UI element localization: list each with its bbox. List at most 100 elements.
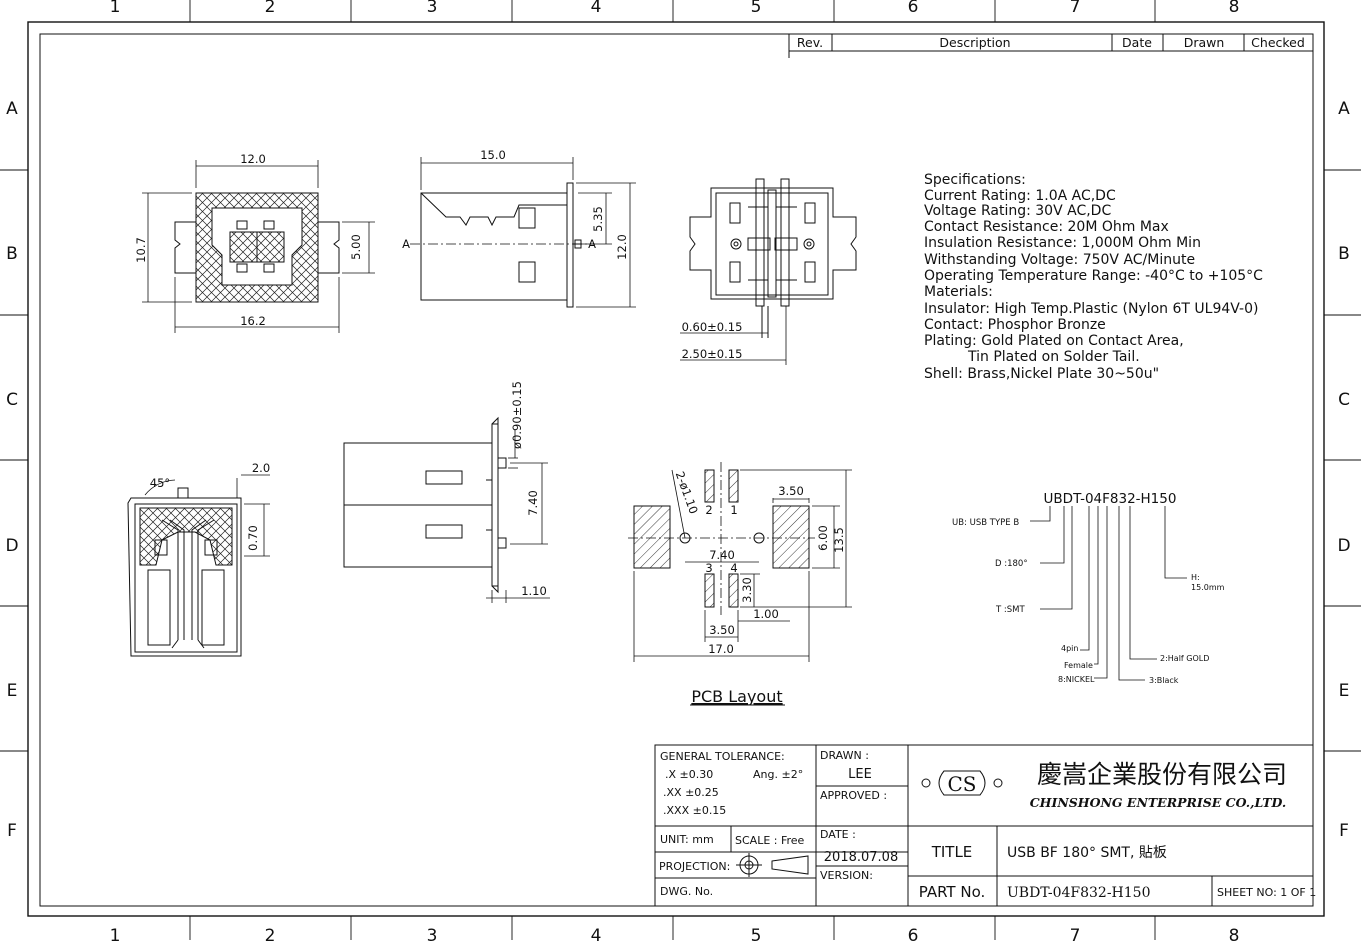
- spec-materials-heading: Materials:: [924, 284, 993, 300]
- pcb-overall-height-dim: 13.5: [832, 527, 846, 553]
- spec-voltage-rating: Voltage Rating: 30V AC,DC: [924, 203, 1111, 219]
- legend-black: 3:Black: [1149, 676, 1179, 685]
- spec-shell: Shell: Brass,Nickel Plate 30~50u": [924, 366, 1159, 382]
- title-value: USB BF 180° SMT, 貼板: [1007, 845, 1167, 861]
- legend-h-label: H:: [1191, 573, 1200, 582]
- date-header: Date: [1122, 35, 1152, 50]
- front-width-dim: 12.0: [240, 152, 266, 166]
- side-center-dim: 5.35: [591, 206, 605, 232]
- company-name-chinese: 慶嵩企業股份有限公司: [1037, 760, 1287, 789]
- zone-left-e: E: [7, 681, 18, 701]
- legend-t: T :SMT: [995, 605, 1025, 615]
- front-height-dim: 10.7: [134, 237, 148, 263]
- tolerance-angle: Ang. ±2°: [753, 768, 803, 781]
- sheet-number: SHEET NO: 1 OF 1: [1217, 886, 1316, 899]
- revision-table: Rev. Description Date Drawn Checked: [788, 33, 1314, 58]
- wall-thickness-dim: 2.0: [252, 461, 270, 475]
- hole-diameter-note: 2-ø1.10: [673, 470, 701, 516]
- zone-bottom-4: 4: [591, 926, 602, 946]
- date-label: DATE :: [820, 828, 856, 841]
- zone-right-b: B: [1338, 244, 1350, 264]
- pin-spacing-dim: 7.40: [526, 490, 540, 516]
- spec-heading: Specifications:: [924, 172, 1026, 188]
- zone-labels: 1 2 3 4 5 6 7 8 1 2 3 4 5 6 7 8 A B C D …: [5, 0, 1350, 946]
- spec-operating-temperature: Operating Temperature Range: -40°C to +1…: [924, 268, 1263, 284]
- description-header: Description: [939, 35, 1010, 50]
- specifications: Specifications: Current Rating: 1.0A AC,…: [924, 172, 1263, 382]
- tolerance-xxx: .XXX ±0.15: [663, 804, 726, 817]
- zone-right-c: C: [1338, 390, 1350, 410]
- logo-mark: CS: [947, 772, 976, 796]
- side-view: 15.0 5.35 12.0 A A: [402, 148, 636, 308]
- zone-left-c: C: [6, 390, 18, 410]
- section-mark-right: A: [588, 237, 596, 251]
- section-view: 45° 2.0 0.70: [127, 461, 270, 657]
- scale-label: SCALE : Free: [735, 834, 805, 847]
- front-overall-dim: 16.2: [240, 314, 266, 328]
- drawn-header: Drawn: [1184, 35, 1225, 50]
- pin-diameter-dim: ø0.90±0.15: [510, 381, 524, 449]
- spec-withstanding-voltage: Withstanding Voltage: 750V AC/Minute: [924, 252, 1195, 268]
- zone-top-7: 7: [1070, 0, 1081, 17]
- zone-bottom-6: 6: [908, 926, 919, 946]
- zone-left-a: A: [6, 99, 18, 119]
- legend-ub: UB: USB TYPE B: [952, 518, 1019, 528]
- projection-label: PROJECTION:: [659, 860, 730, 873]
- pcb-pin-pitch-dim: 3.50: [709, 623, 735, 637]
- pcb-layout-label: PCB Layout: [691, 687, 782, 706]
- zone-top-3: 3: [427, 0, 438, 17]
- zone-left-f: F: [7, 821, 17, 841]
- chamfer-angle-dim: 45°: [150, 476, 170, 490]
- company-logo: [921, 770, 1003, 796]
- bottom-view: 0.60±0.15 2.50±0.15: [680, 178, 857, 365]
- drawn-by: LEE: [848, 767, 872, 782]
- spec-plating-continued: Tin Plated on Solder Tail.: [967, 349, 1140, 365]
- pcb-overall-width-dim: 17.0: [708, 642, 734, 656]
- zone-right-d: D: [1337, 536, 1350, 556]
- side-height-dim: 12.0: [615, 234, 629, 260]
- legend-h-value: 15.0mm: [1191, 583, 1225, 592]
- legend-half-gold: 2:Half GOLD: [1160, 654, 1209, 663]
- company-name-english: CHINSHONG ENTERPRISE CO.,LTD.: [1030, 795, 1287, 810]
- approved-label: APPROVED :: [820, 789, 887, 802]
- zone-right-a: A: [1338, 99, 1350, 119]
- tolerance-title: GENERAL TOLERANCE:: [660, 750, 785, 763]
- title-label: TITLE: [931, 843, 973, 861]
- pcb-hole-spacing-dim: 7.40: [709, 548, 735, 562]
- part-no-value: UBDT-04F832-H150: [1007, 885, 1151, 901]
- zone-top-5: 5: [751, 0, 762, 17]
- pcb-layout: 2-ø1.10 2 1 3 4 3.50 6.00 13.5 7.40 3.30…: [628, 462, 852, 706]
- pad-number-3: 3: [705, 561, 712, 575]
- legend-nickel: 8:NICKEL: [1058, 675, 1095, 684]
- pin-pitch-dim: 2.50±0.15: [682, 347, 743, 361]
- date-value: 2018.07.08: [824, 850, 898, 865]
- contact-offset-dim: 0.70: [246, 525, 260, 551]
- pin-width-dim: 0.60±0.15: [682, 320, 743, 334]
- spec-insulation-resistance: Insulation Resistance: 1,000M Ohm Min: [924, 235, 1201, 251]
- zone-bottom-2: 2: [265, 926, 276, 946]
- pcb-pad-width-dim: 3.50: [778, 484, 804, 498]
- pcb-pad-height-dim: 6.00: [816, 525, 830, 551]
- projection-icon: [736, 853, 809, 877]
- rev-header: Rev.: [797, 35, 823, 50]
- pin-length-dim: 1.10: [521, 584, 547, 598]
- checked-header: Checked: [1251, 35, 1305, 50]
- title-block: GENERAL TOLERANCE: .X ±0.30 Ang. ±2° .XX…: [654, 744, 1316, 907]
- version-label: VERSION:: [820, 869, 873, 882]
- pad-number-1: 1: [730, 503, 737, 517]
- spec-current-rating: Current Rating: 1.0A AC,DC: [924, 188, 1116, 204]
- zone-top-1: 1: [110, 0, 121, 17]
- drawn-label: DRAWN :: [820, 749, 869, 762]
- unit-label: UNIT: mm: [660, 833, 714, 846]
- elevation-view: ø0.90±0.15 7.40 1.10: [343, 381, 550, 603]
- zone-bottom-1: 1: [110, 926, 121, 946]
- zone-left-d: D: [5, 536, 18, 556]
- spec-insulator: Insulator: High Temp.Plastic (Nylon 6T U…: [924, 301, 1258, 317]
- zone-top-4: 4: [591, 0, 602, 17]
- tolerance-x: .X ±0.30: [665, 768, 713, 781]
- part-code: UBDT-04F832-H150: [1044, 491, 1177, 507]
- part-code-legend: UBDT-04F832-H150 UB: USB TYPE B D :180° …: [952, 491, 1225, 685]
- front-tab-dim: 5.00: [349, 234, 363, 260]
- zone-bottom-5: 5: [751, 926, 762, 946]
